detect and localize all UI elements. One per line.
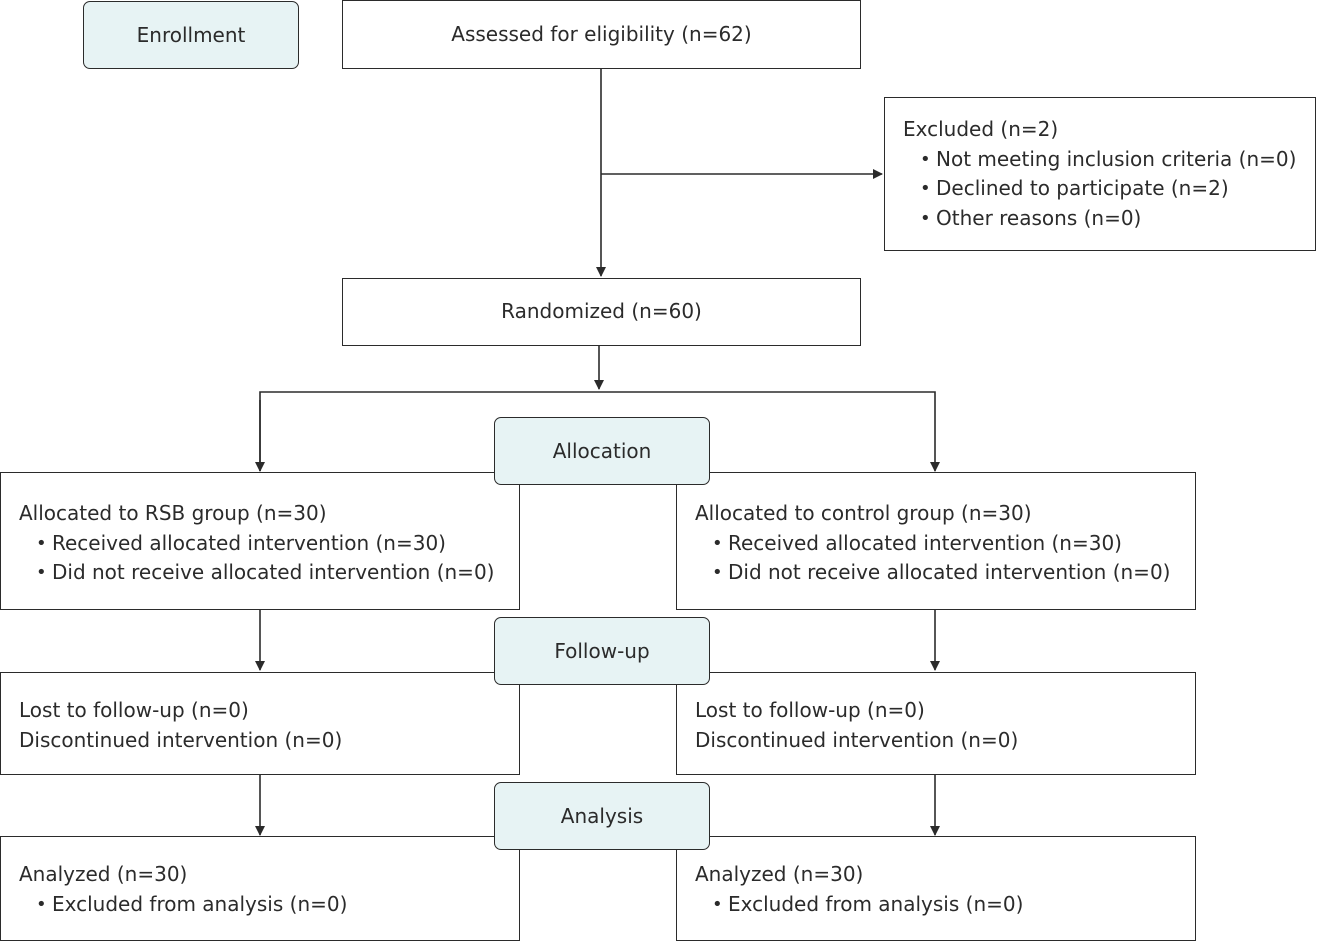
allocation-right-title: Allocated to control group (n=30)	[695, 501, 1032, 525]
allocation-left-item: • Received allocated intervention (n=30)	[19, 529, 519, 559]
stage-follow-up-label: Follow-up	[554, 639, 650, 663]
followup-left-line: Discontinued intervention (n=0)	[19, 727, 343, 752]
followup-right-line: Discontinued intervention (n=0)	[695, 727, 1019, 752]
bullet-icon: •	[920, 178, 931, 199]
bullet-icon: •	[36, 893, 47, 915]
bullet-icon: •	[920, 207, 931, 229]
bullet-icon: •	[36, 532, 47, 554]
stage-analysis: Analysis	[494, 782, 710, 850]
excluded-title: Excluded (n=2)	[903, 117, 1059, 141]
analysis-right-title: Analyzed (n=30)	[695, 862, 864, 886]
followup-right-line: Lost to follow-up (n=0)	[695, 698, 925, 722]
excluded-box: Excluded (n=2) • Not meeting inclusion c…	[884, 97, 1316, 251]
analysis-right-item: • Excluded from analysis (n=0)	[695, 890, 1195, 920]
allocation-left-item: • Did not receive allocated intervention…	[19, 558, 519, 588]
stage-allocation: Allocation	[494, 417, 710, 485]
stage-enrollment: Enrollment	[83, 1, 299, 69]
assessed-text: Assessed for eligibility (n=62)	[451, 21, 752, 46]
excluded-item-text: Not meeting inclusion criteria (n=0)	[936, 146, 1297, 171]
stage-enrollment-label: Enrollment	[136, 23, 246, 47]
excluded-item: • Declined to participate (n=2)	[903, 174, 1315, 204]
analysis-right-box: Analyzed (n=30) • Excluded from analysis…	[676, 836, 1196, 941]
analysis-left-item: • Excluded from analysis (n=0)	[19, 890, 519, 920]
allocation-right-item-text: Received allocated intervention (n=30)	[728, 530, 1122, 555]
stage-follow-up: Follow-up	[494, 617, 710, 685]
allocation-left-item-text: Did not receive allocated intervention (…	[52, 560, 495, 584]
analysis-left-title: Analyzed (n=30)	[19, 862, 188, 886]
bullet-icon: •	[712, 532, 723, 554]
allocation-left-item-text: Received allocated intervention (n=30)	[52, 530, 446, 555]
followup-right-box: Lost to follow-up (n=0) Discontinued int…	[676, 672, 1196, 775]
analysis-left-box: Analyzed (n=30) • Excluded from analysis…	[0, 836, 520, 941]
bullet-icon: •	[712, 893, 723, 915]
bullet-icon: •	[712, 562, 723, 583]
bullet-icon: •	[36, 562, 47, 583]
allocation-right-item-text: Did not receive allocated intervention (…	[728, 560, 1171, 584]
stage-allocation-label: Allocation	[552, 439, 652, 463]
followup-left-box: Lost to follow-up (n=0) Discontinued int…	[0, 672, 520, 775]
excluded-item: • Other reasons (n=0)	[903, 204, 1315, 234]
analysis-left-item-text: Excluded from analysis (n=0)	[52, 891, 348, 916]
followup-left-line: Lost to follow-up (n=0)	[19, 698, 249, 722]
bullet-icon: •	[920, 148, 931, 170]
excluded-item: • Not meeting inclusion criteria (n=0)	[903, 145, 1315, 175]
randomized-box: Randomized (n=60)	[342, 278, 861, 346]
allocation-left-title: Allocated to RSB group (n=30)	[19, 501, 327, 525]
assessed-box: Assessed for eligibility (n=62)	[342, 0, 861, 69]
randomized-text: Randomized (n=60)	[501, 299, 702, 324]
allocation-right-item: • Received allocated intervention (n=30)	[695, 529, 1195, 559]
analysis-right-item-text: Excluded from analysis (n=0)	[728, 891, 1024, 916]
excluded-item-text: Other reasons (n=0)	[936, 205, 1142, 230]
allocation-left-box: Allocated to RSB group (n=30) • Received…	[0, 472, 520, 610]
allocation-right-item: • Did not receive allocated intervention…	[695, 558, 1195, 588]
stage-analysis-label: Analysis	[560, 804, 644, 828]
excluded-item-text: Declined to participate (n=2)	[936, 176, 1229, 200]
allocation-right-box: Allocated to control group (n=30) • Rece…	[676, 472, 1196, 610]
